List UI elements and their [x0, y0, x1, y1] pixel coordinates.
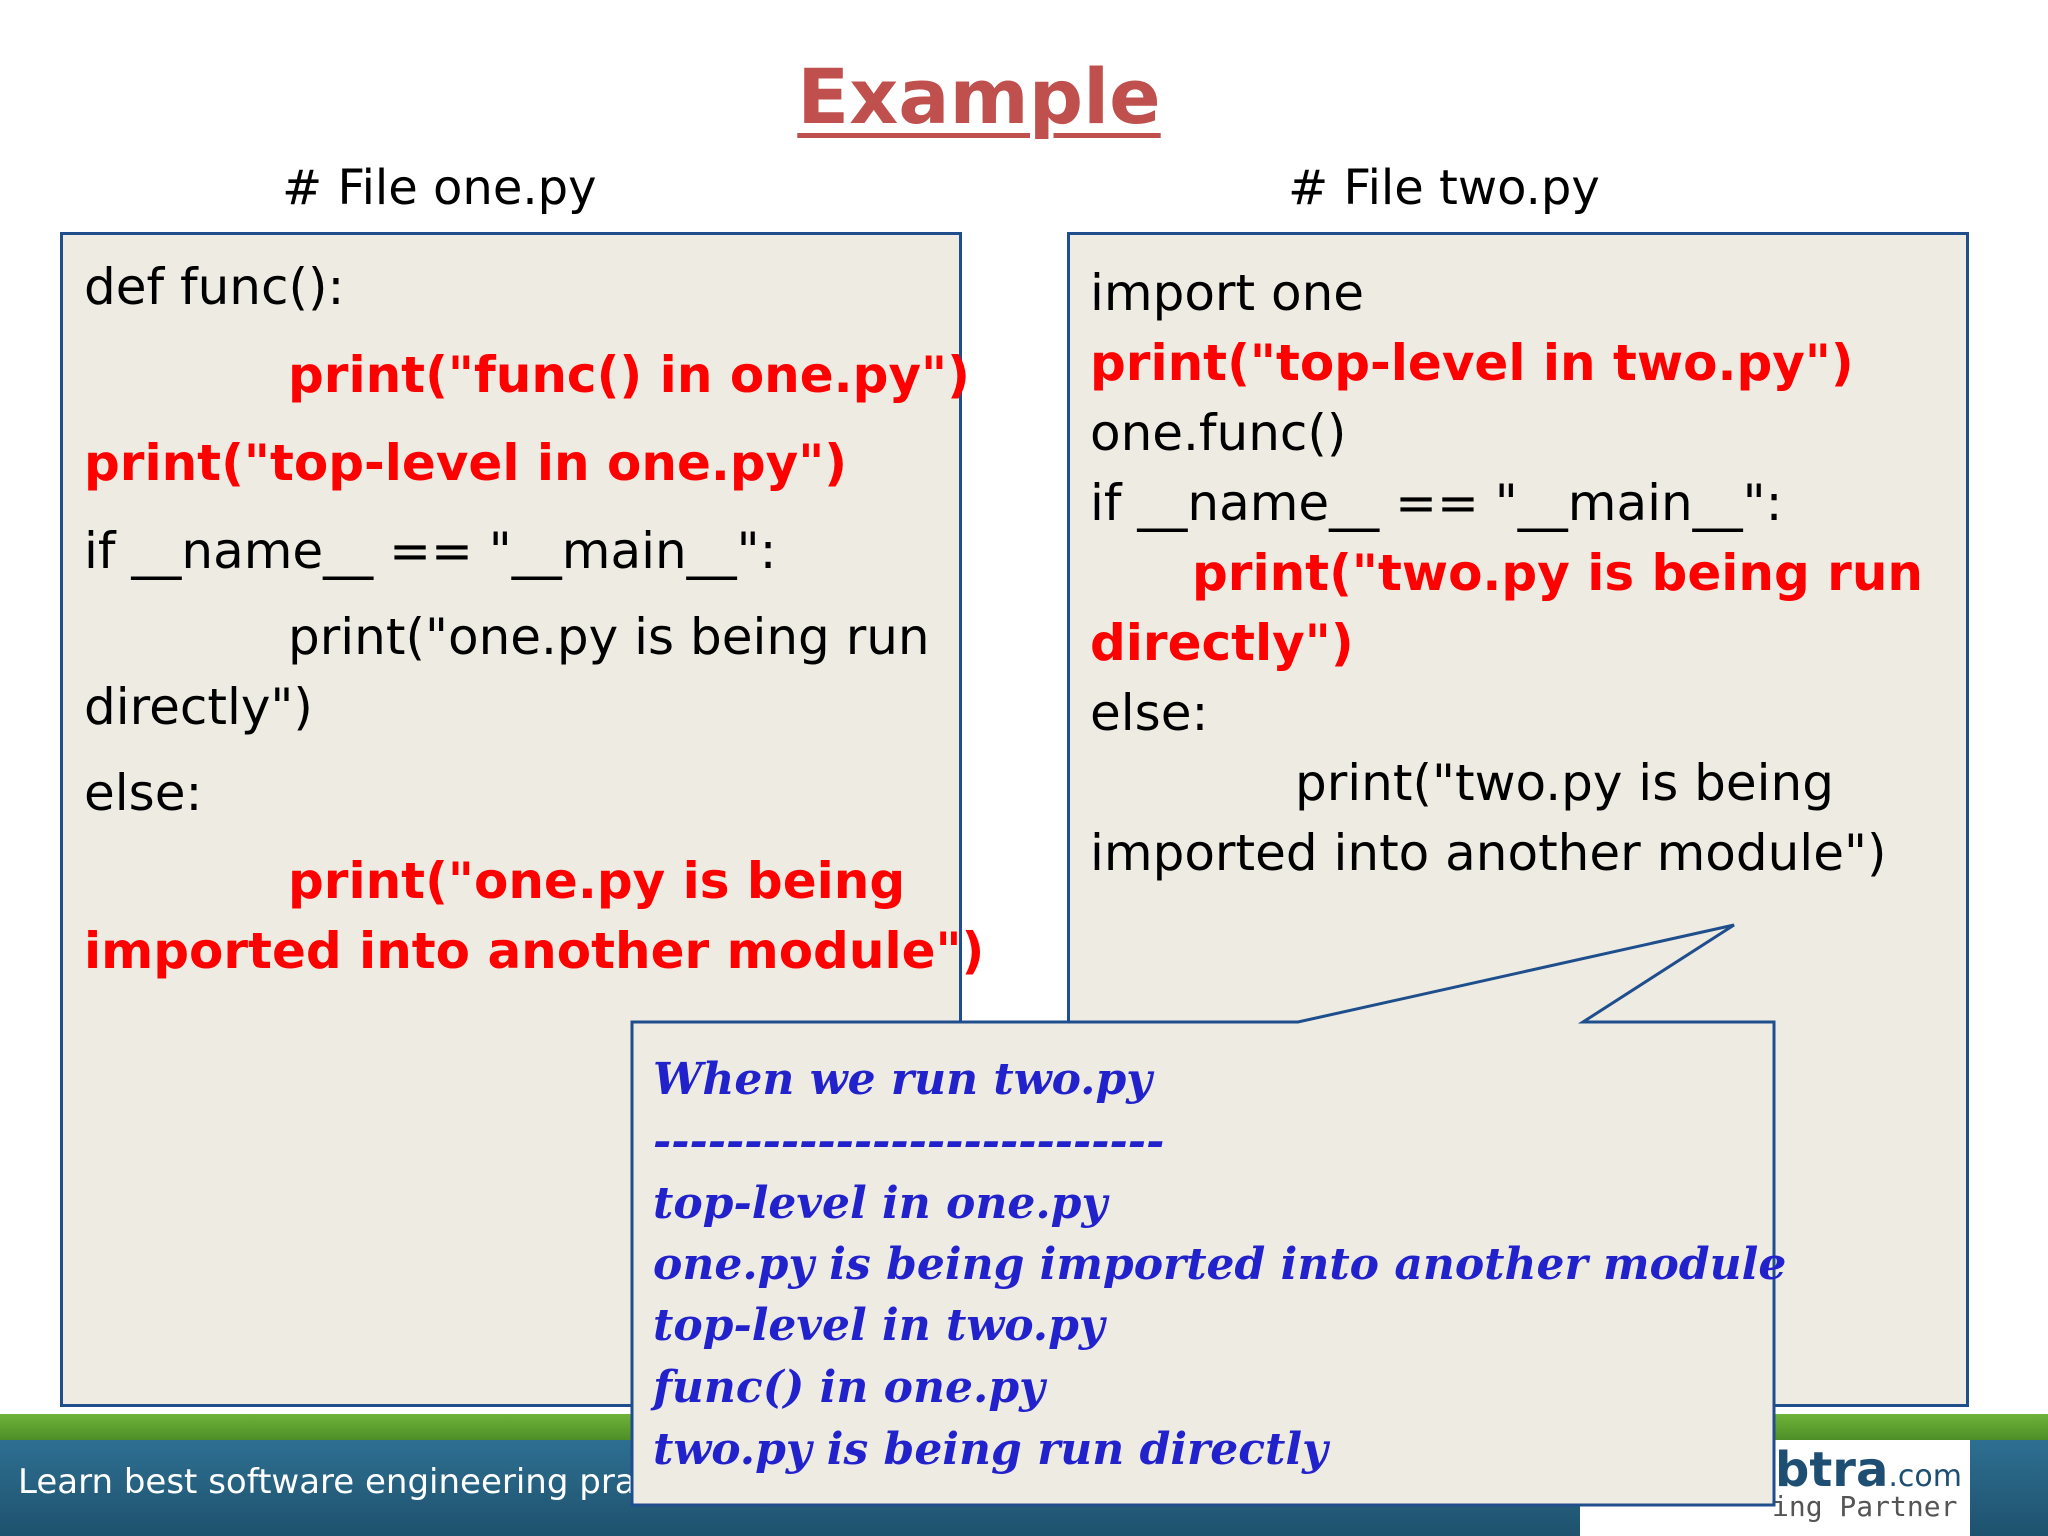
code-line: else: [84, 764, 203, 822]
logo-subtitle: ing Partner [1772, 1490, 1958, 1523]
code-line: imported into another module") [1090, 824, 1887, 882]
file-one-label: # File one.py [282, 160, 597, 216]
code-line: print("one.py is being run [288, 608, 930, 666]
code-line: else: [1090, 684, 1209, 742]
logo-suffix: .com [1888, 1459, 1962, 1494]
code-line: directly") [84, 678, 313, 736]
code-line: def func(): [84, 258, 345, 316]
output-line: When we run two.py [653, 1054, 1152, 1105]
code-line: directly") [1090, 614, 1354, 672]
code-line: if __name__ == "__main__": [84, 522, 777, 580]
output-line: ---------------------------- [653, 1116, 1165, 1167]
code-line: print("top-level in one.py") [84, 434, 848, 492]
code-line: print("func() in one.py") [288, 346, 970, 404]
callout-bubble [630, 923, 1776, 1507]
code-line: one.func() [1090, 404, 1347, 462]
code-line: print("one.py is being [288, 852, 906, 910]
code-line: if __name__ == "__main__": [1090, 474, 1783, 532]
output-line: two.py is being run directly [653, 1424, 1328, 1475]
output-line: func() in one.py [653, 1362, 1045, 1413]
slide-title: Example [797, 52, 1161, 141]
output-line: top-level in one.py [653, 1178, 1108, 1229]
logo-text: btra [1775, 1442, 1889, 1498]
code-line: imported into another module") [84, 922, 985, 980]
output-line: one.py is being imported into another mo… [653, 1239, 1787, 1290]
output-line: top-level in two.py [653, 1300, 1105, 1351]
logo: btra.com [1775, 1442, 1962, 1498]
code-line: print("top-level in two.py") [1090, 334, 1854, 392]
code-line: import one [1090, 264, 1365, 322]
file-two-label: # File two.py [1288, 160, 1600, 216]
code-line: print("two.py is being run [1192, 544, 1924, 602]
code-line: print("two.py is being [1295, 754, 1834, 812]
footer-tagline: Learn best software engineering pract [18, 1462, 668, 1502]
